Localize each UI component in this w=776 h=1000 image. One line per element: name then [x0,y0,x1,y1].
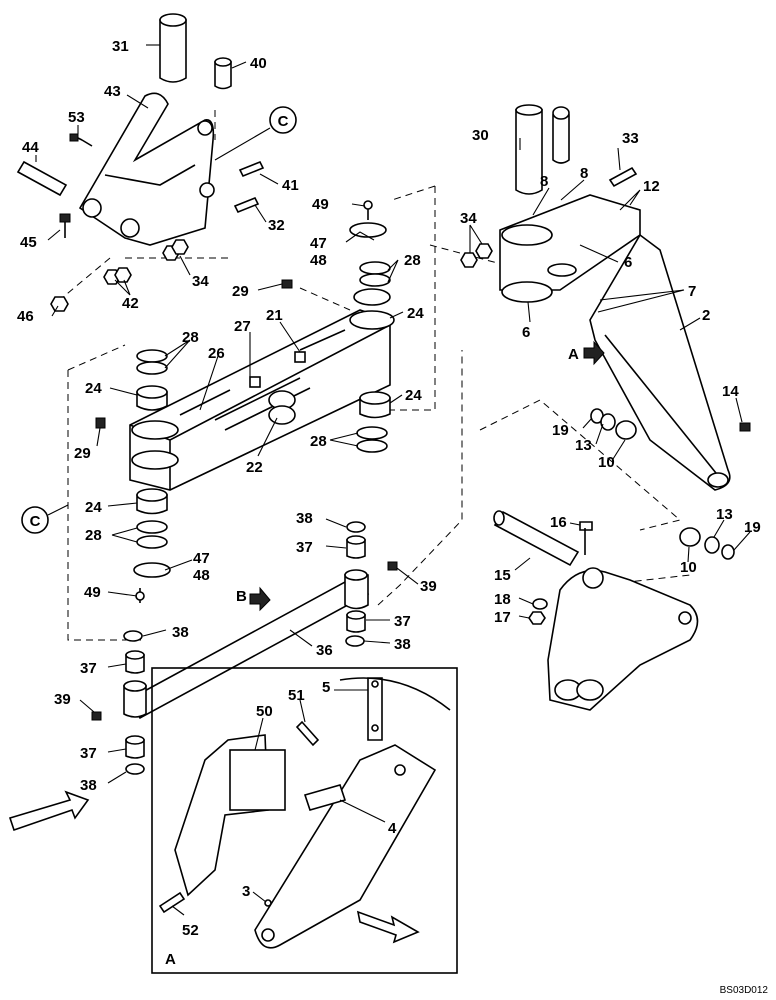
callout-37-c: 37 [80,660,97,677]
view-b-label: B [236,588,247,605]
callout-50: 50 [256,703,273,720]
callout-48-bottom: 48 [193,567,210,584]
callout-49-top: 49 [312,196,329,213]
callout-24-left: 24 [85,380,102,397]
callout-34-left: 34 [192,273,209,290]
callout-24-bottom: 24 [85,499,102,516]
callout-5: 5 [322,679,330,696]
callout-38-b: 38 [394,636,411,653]
leader-lines [35,44,751,916]
callout-7: 7 [688,283,696,300]
callout-8-upper: 8 [580,165,588,182]
callout-29-left: 29 [74,445,91,462]
callout-32: 32 [268,217,285,234]
callout-41: 41 [282,177,299,194]
callout-28-right: 28 [310,433,327,450]
callout-30: 30 [472,127,489,144]
callout-47-top: 47 [310,235,327,252]
direction-arrows [8,790,420,944]
upper-bracket-assembly [16,13,265,312]
callout-26: 26 [208,345,225,362]
callout-38-a: 38 [296,510,313,527]
section-marker-c-left: C [21,504,69,534]
callout-6-upper: 6 [624,254,632,271]
callout-29-top: 29 [232,283,249,300]
assembly-guides [61,110,691,641]
swing-link-assembly [95,200,395,603]
view-arrow-b: B [236,586,271,612]
inset-a-label: A [165,951,176,968]
callout-31: 31 [112,38,129,55]
callout-46: 46 [17,308,34,325]
callout-22: 22 [246,459,263,476]
callout-28-left: 28 [182,329,199,346]
callout-3: 3 [242,883,250,900]
callout-13-left: 13 [575,437,592,454]
callout-19-left: 19 [552,422,569,439]
callout-labels: 31 40 43 53 44 41 45 32 34 42 46 49 47 4… [17,38,761,939]
callout-6-lower: 6 [522,324,530,341]
callout-36: 36 [316,642,333,659]
callout-28-bottom: 28 [85,527,102,544]
callout-24-right: 24 [405,387,422,404]
callout-44: 44 [22,139,39,156]
cylinder-rod-assembly [91,521,398,775]
callout-39-a: 39 [420,578,437,595]
callout-42: 42 [122,295,139,312]
view-a-label: A [568,346,579,363]
callout-19-right: 19 [744,519,761,536]
callout-16: 16 [550,514,567,531]
callout-45: 45 [20,234,37,251]
callout-38-c: 38 [172,624,189,641]
section-marker-c-top: C [214,106,297,161]
callout-40: 40 [250,55,267,72]
callout-34-right: 34 [460,210,477,227]
callout-13-right: 13 [716,506,733,523]
callout-4: 4 [388,820,397,837]
callout-43: 43 [104,83,121,100]
figure-code: BS03D012 [720,985,769,996]
callout-18: 18 [494,591,511,608]
callout-51: 51 [288,687,305,704]
callout-48-top: 48 [310,252,327,269]
inset-view-a: A [151,667,458,974]
callout-10-right: 10 [680,559,697,576]
boom-assembly [460,104,751,711]
callout-33: 33 [622,130,639,147]
callout-52: 52 [182,922,199,939]
callout-2: 2 [702,307,710,324]
section-c-top-label: C [278,113,289,130]
callout-10-left: 10 [598,454,615,471]
callout-47-bottom: 47 [193,550,210,567]
callout-12: 12 [643,178,660,195]
callout-14: 14 [722,383,739,400]
callout-37-d: 37 [80,745,97,762]
callout-53: 53 [68,109,85,126]
callout-39-b: 39 [54,691,71,708]
callout-21: 21 [266,307,283,324]
callout-37-b: 37 [394,613,411,630]
callout-28-top: 28 [404,252,421,269]
callout-37-a: 37 [296,539,313,556]
callout-27: 27 [234,318,251,335]
callout-49-bottom: 49 [84,584,101,601]
view-arrow-a: A [568,340,605,366]
callout-17: 17 [494,609,511,626]
callout-38-d: 38 [80,777,97,794]
callout-24-top: 24 [407,305,424,322]
callout-15: 15 [494,567,511,584]
section-c-left-label: C [30,513,41,530]
callout-8-lower: 8 [540,173,548,190]
